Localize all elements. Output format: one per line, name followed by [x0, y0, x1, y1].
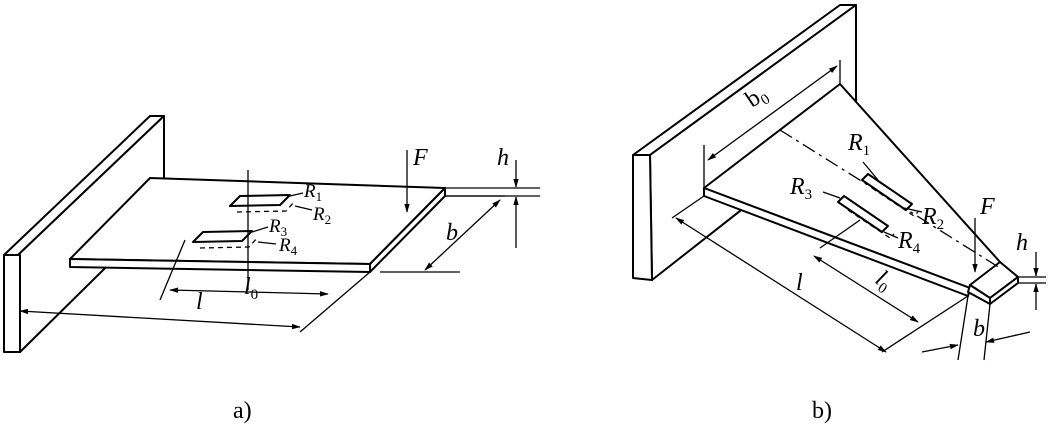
leader-r2-a: [294, 205, 313, 211]
caption-a: a): [233, 398, 252, 424]
width-label-b: b: [973, 316, 985, 342]
gauge-label-r1-a: R1: [303, 181, 322, 204]
leader-r1-a: [289, 192, 304, 197]
extension-l0-b: [819, 219, 861, 249]
leader-r4-a: [257, 241, 277, 245]
height-label-a: h: [497, 145, 509, 171]
figure-b: F h b l l0 b0 R1 R2 R3 R4 b): [632, 4, 1046, 424]
gauge-label-r4-b: R4: [897, 228, 921, 257]
caption-b: b): [812, 398, 832, 424]
extension-b-right-b: [983, 303, 991, 361]
dimension-l-b: [675, 217, 887, 353]
extension-l-end-b: [881, 295, 969, 353]
dimension-b-arrow-left-b: [921, 343, 959, 353]
force-label-a: F: [412, 145, 428, 171]
dimension-b0-b: [707, 65, 838, 161]
strain-gauge-r1-b: [861, 173, 919, 217]
dimension-b-a: [424, 199, 501, 271]
wall-a: [3, 115, 165, 353]
strain-gauge-r3-a: [192, 230, 259, 249]
leader-r2-b: [903, 207, 923, 213]
height-label-b: h: [1016, 230, 1028, 256]
extension-l-b: [671, 195, 705, 219]
length0-label-a: l0: [244, 274, 258, 303]
extension-line-end-a: [299, 271, 371, 333]
dimension-b-arrow-right-b: [985, 331, 1031, 343]
leader-r3-a: [251, 226, 269, 233]
dimension-l-a: [19, 308, 301, 330]
cantilever-plate-a: [69, 177, 446, 273]
figure-a: F h b l l0 R1 R2 R3 R4 a): [3, 115, 540, 424]
dimension-l0-a: [169, 287, 329, 297]
leader-r3-b: [822, 191, 841, 199]
extension-b-left-b: [957, 295, 969, 361]
length-label-a: l: [196, 289, 203, 315]
gauge-label-r3-a: R3: [268, 216, 287, 239]
dimension-l0-b: [813, 255, 919, 323]
strain-gauge-r1-a: [229, 194, 296, 213]
gauge-label-r2-b: R2: [921, 204, 944, 233]
gauge-label-r3-b: R3: [789, 174, 812, 203]
gauge-label-r4-a: R4: [278, 235, 298, 258]
extension-line-a: [159, 239, 186, 301]
length0-label-b: l0: [869, 265, 897, 297]
length-label-b: l: [796, 270, 803, 296]
gauge-label-r1-b: R1: [847, 130, 870, 159]
force-label-b: F: [979, 194, 995, 220]
width-label-a: b: [446, 220, 458, 246]
gauge-label-r2-a: R2: [312, 204, 331, 227]
leader-r1-b: [862, 161, 879, 181]
